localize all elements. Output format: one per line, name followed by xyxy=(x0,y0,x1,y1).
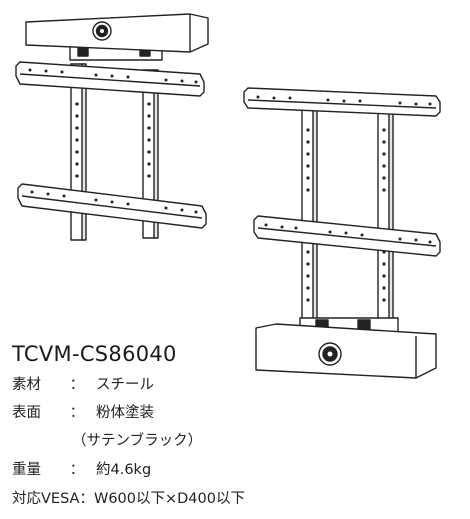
spec-finish-separator: ： xyxy=(69,405,85,421)
spec-finish-note: （サテンブラック） xyxy=(12,429,202,450)
spec-material-value: スチール xyxy=(96,377,154,393)
spec-weight: 重量 ： 約4.6kg xyxy=(12,458,151,479)
right-rail-a xyxy=(301,99,315,333)
mount-with-camera-top xyxy=(15,13,209,241)
spec-weight-value: 約4.6kg xyxy=(96,462,152,478)
spec-weight-label: 重量 xyxy=(12,462,41,478)
spec-finish: 表面 ： 粉体塗装 xyxy=(12,401,154,422)
spec-finish-color: （サテンブラック） xyxy=(72,433,203,449)
spec-material-separator: ： xyxy=(69,377,85,393)
left-top-crossbar xyxy=(15,61,205,97)
spec-material: 素材 ： スチール xyxy=(12,373,154,394)
spec-vesa: 対応VESA：W600以下×D400以下 xyxy=(12,487,245,508)
product-illustration xyxy=(15,13,441,333)
spec-finish-value: 粉体塗装 xyxy=(96,405,154,421)
camera-bar-top xyxy=(25,13,209,53)
left-bottom-crossbar xyxy=(17,183,207,229)
spec-vesa-value: W600以下×D400以下 xyxy=(93,491,245,507)
spec-finish-label: 表面 xyxy=(12,405,41,421)
right-top-crossbar xyxy=(243,87,441,117)
spec-weight-separator: ： xyxy=(69,462,85,478)
spec-vesa-label: 対応VESA xyxy=(12,491,80,507)
right-bottom-crossbar xyxy=(253,215,441,257)
camera-bar-bottom xyxy=(255,323,437,379)
mount-with-camera-bottom xyxy=(243,87,441,333)
model-number: TCVM-CS86040 xyxy=(12,342,177,366)
spec-material-label: 素材 xyxy=(12,377,41,393)
right-rail-b xyxy=(377,103,391,333)
spec-vesa-separator: ： xyxy=(79,491,94,507)
